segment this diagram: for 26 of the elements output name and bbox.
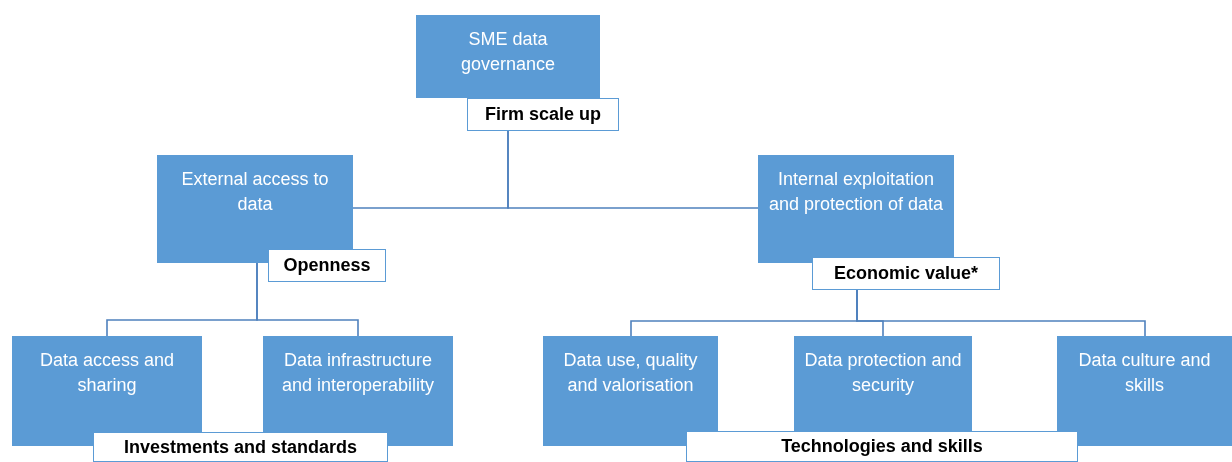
tag-label: Firm scale up [484,104,601,125]
tag-label: Investments and standards [123,436,358,458]
tag-box [812,257,1000,290]
box-label: Data use, quality and valorisation [562,349,699,398]
tag-box [93,432,388,462]
tag-label: Economic value* [833,263,979,284]
process-box [543,336,718,446]
box-label: Data infrastructure and interoperability [280,349,436,398]
box-label: Data culture and skills [1077,349,1212,398]
process-box [416,15,600,98]
box-label: Internal exploitation and protection of data [767,168,945,217]
process-box [794,336,972,431]
box-label: Data protection and security [803,349,963,398]
box-label: Data access and sharing [38,349,176,398]
box-label: SME data governance [459,28,557,77]
box-label: External access to data [180,168,330,217]
connector-line [256,262,359,337]
connector-line [507,130,759,209]
connector-line [856,289,1146,337]
process-box [758,155,954,263]
tag-box [686,431,1078,462]
process-box [1057,336,1232,446]
tag-box [268,249,386,282]
tag-box [467,98,619,131]
tag-label: Openness [283,255,371,276]
tag-label: Technologies and skills [781,436,983,457]
